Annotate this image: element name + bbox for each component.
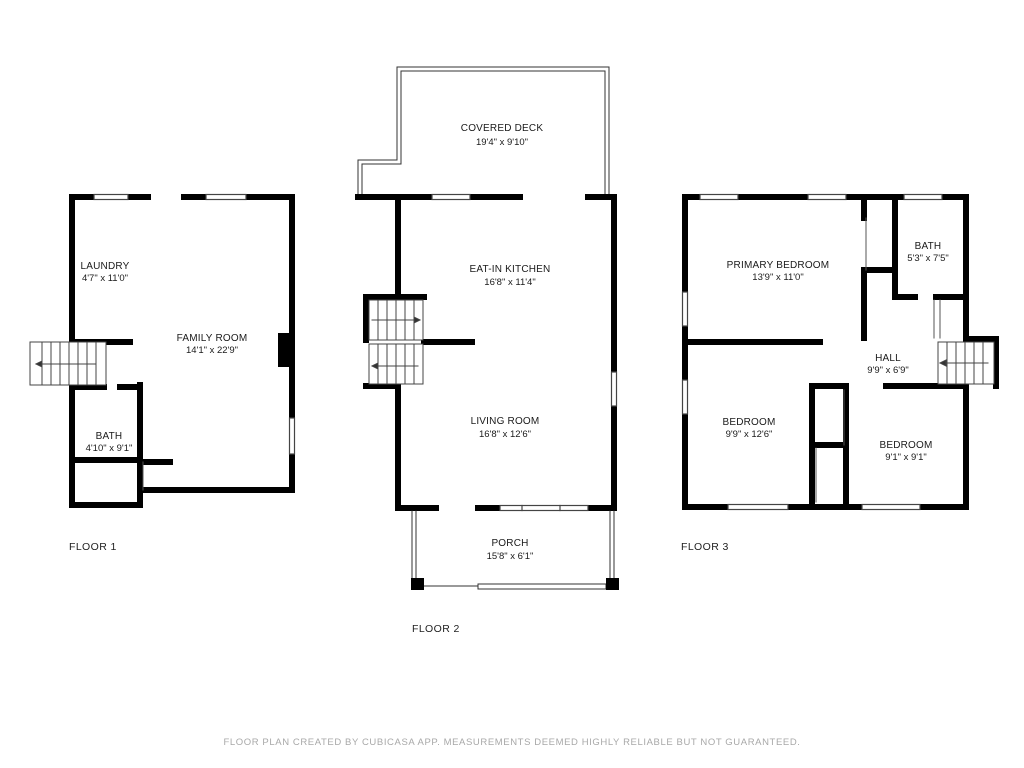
room-bath-1-name: BATH bbox=[95, 431, 123, 442]
porch-outline bbox=[411, 510, 615, 590]
floor-1-label: FLOOR 1 bbox=[69, 541, 117, 553]
porch-post-left bbox=[411, 578, 424, 590]
room-eat-in-kitchen-name: EAT-IN KITCHEN bbox=[469, 264, 551, 275]
floor-1-plan bbox=[29, 193, 296, 508]
room-laundry-name: LAUNDRY bbox=[80, 261, 130, 272]
room-porch-name: PORCH bbox=[491, 538, 529, 549]
room-hall-dims: 9'9" x 6'9" bbox=[867, 365, 909, 376]
floor-2-plan bbox=[355, 66, 619, 590]
floor-3-stairs bbox=[937, 341, 995, 385]
room-living-room-dims: 16'8" x 12'6" bbox=[478, 429, 532, 440]
floor-3-windows bbox=[681, 193, 943, 511]
room-bedroom-b-name: BEDROOM bbox=[879, 440, 933, 451]
room-primary-bedroom-dims: 13'9" x 11'0" bbox=[752, 272, 804, 283]
room-bedroom-b-dims: 9'1" x 9'1" bbox=[885, 452, 927, 463]
porch-post-right bbox=[606, 578, 619, 590]
fireplace-block bbox=[278, 333, 289, 367]
room-bath-3-dims: 5'3" x 7'5" bbox=[907, 253, 949, 264]
room-hall-name: HALL bbox=[875, 353, 901, 364]
footer-disclaimer: FLOOR PLAN CREATED BY CUBICASA APP. MEAS… bbox=[223, 737, 801, 748]
room-bath-3-name: BATH bbox=[914, 241, 942, 252]
room-bedroom-a-dims: 9'9" x 12'6" bbox=[725, 429, 773, 440]
room-living-room-name: LIVING ROOM bbox=[470, 416, 540, 427]
room-family-room-name: FAMILY ROOM bbox=[176, 333, 248, 344]
floor-2-walls bbox=[355, 194, 617, 511]
floor-2-stairs bbox=[368, 299, 424, 385]
room-eat-in-kitchen-dims: 16'8" x 11'4" bbox=[484, 277, 536, 288]
floor-3-label: FLOOR 3 bbox=[681, 541, 729, 553]
room-bedroom-a-name: BEDROOM bbox=[722, 417, 776, 428]
floor-2-label: FLOOR 2 bbox=[412, 623, 460, 635]
room-covered-deck-name: COVERED DECK bbox=[460, 123, 544, 134]
floor-1-stairs bbox=[29, 341, 107, 386]
covered-deck-outline bbox=[357, 66, 610, 196]
room-laundry-dims: 4'7" x 11'0" bbox=[81, 273, 129, 284]
room-porch-dims: 15'8" x 6'1" bbox=[486, 551, 534, 562]
floor-2-windows bbox=[431, 193, 618, 512]
room-covered-deck-dims: 19'4" x 9'10" bbox=[475, 137, 529, 148]
room-family-room-dims: 14'1" x 22'9" bbox=[185, 345, 239, 356]
floor-3-walls bbox=[682, 194, 999, 510]
floor-1-walls bbox=[69, 194, 295, 508]
floor-3-plan bbox=[681, 193, 999, 511]
floor-1-windows bbox=[93, 193, 296, 455]
room-primary-bedroom-name: PRIMARY BEDROOM bbox=[726, 260, 830, 271]
room-bath-1-dims: 4'10" x 9'1" bbox=[85, 443, 133, 454]
